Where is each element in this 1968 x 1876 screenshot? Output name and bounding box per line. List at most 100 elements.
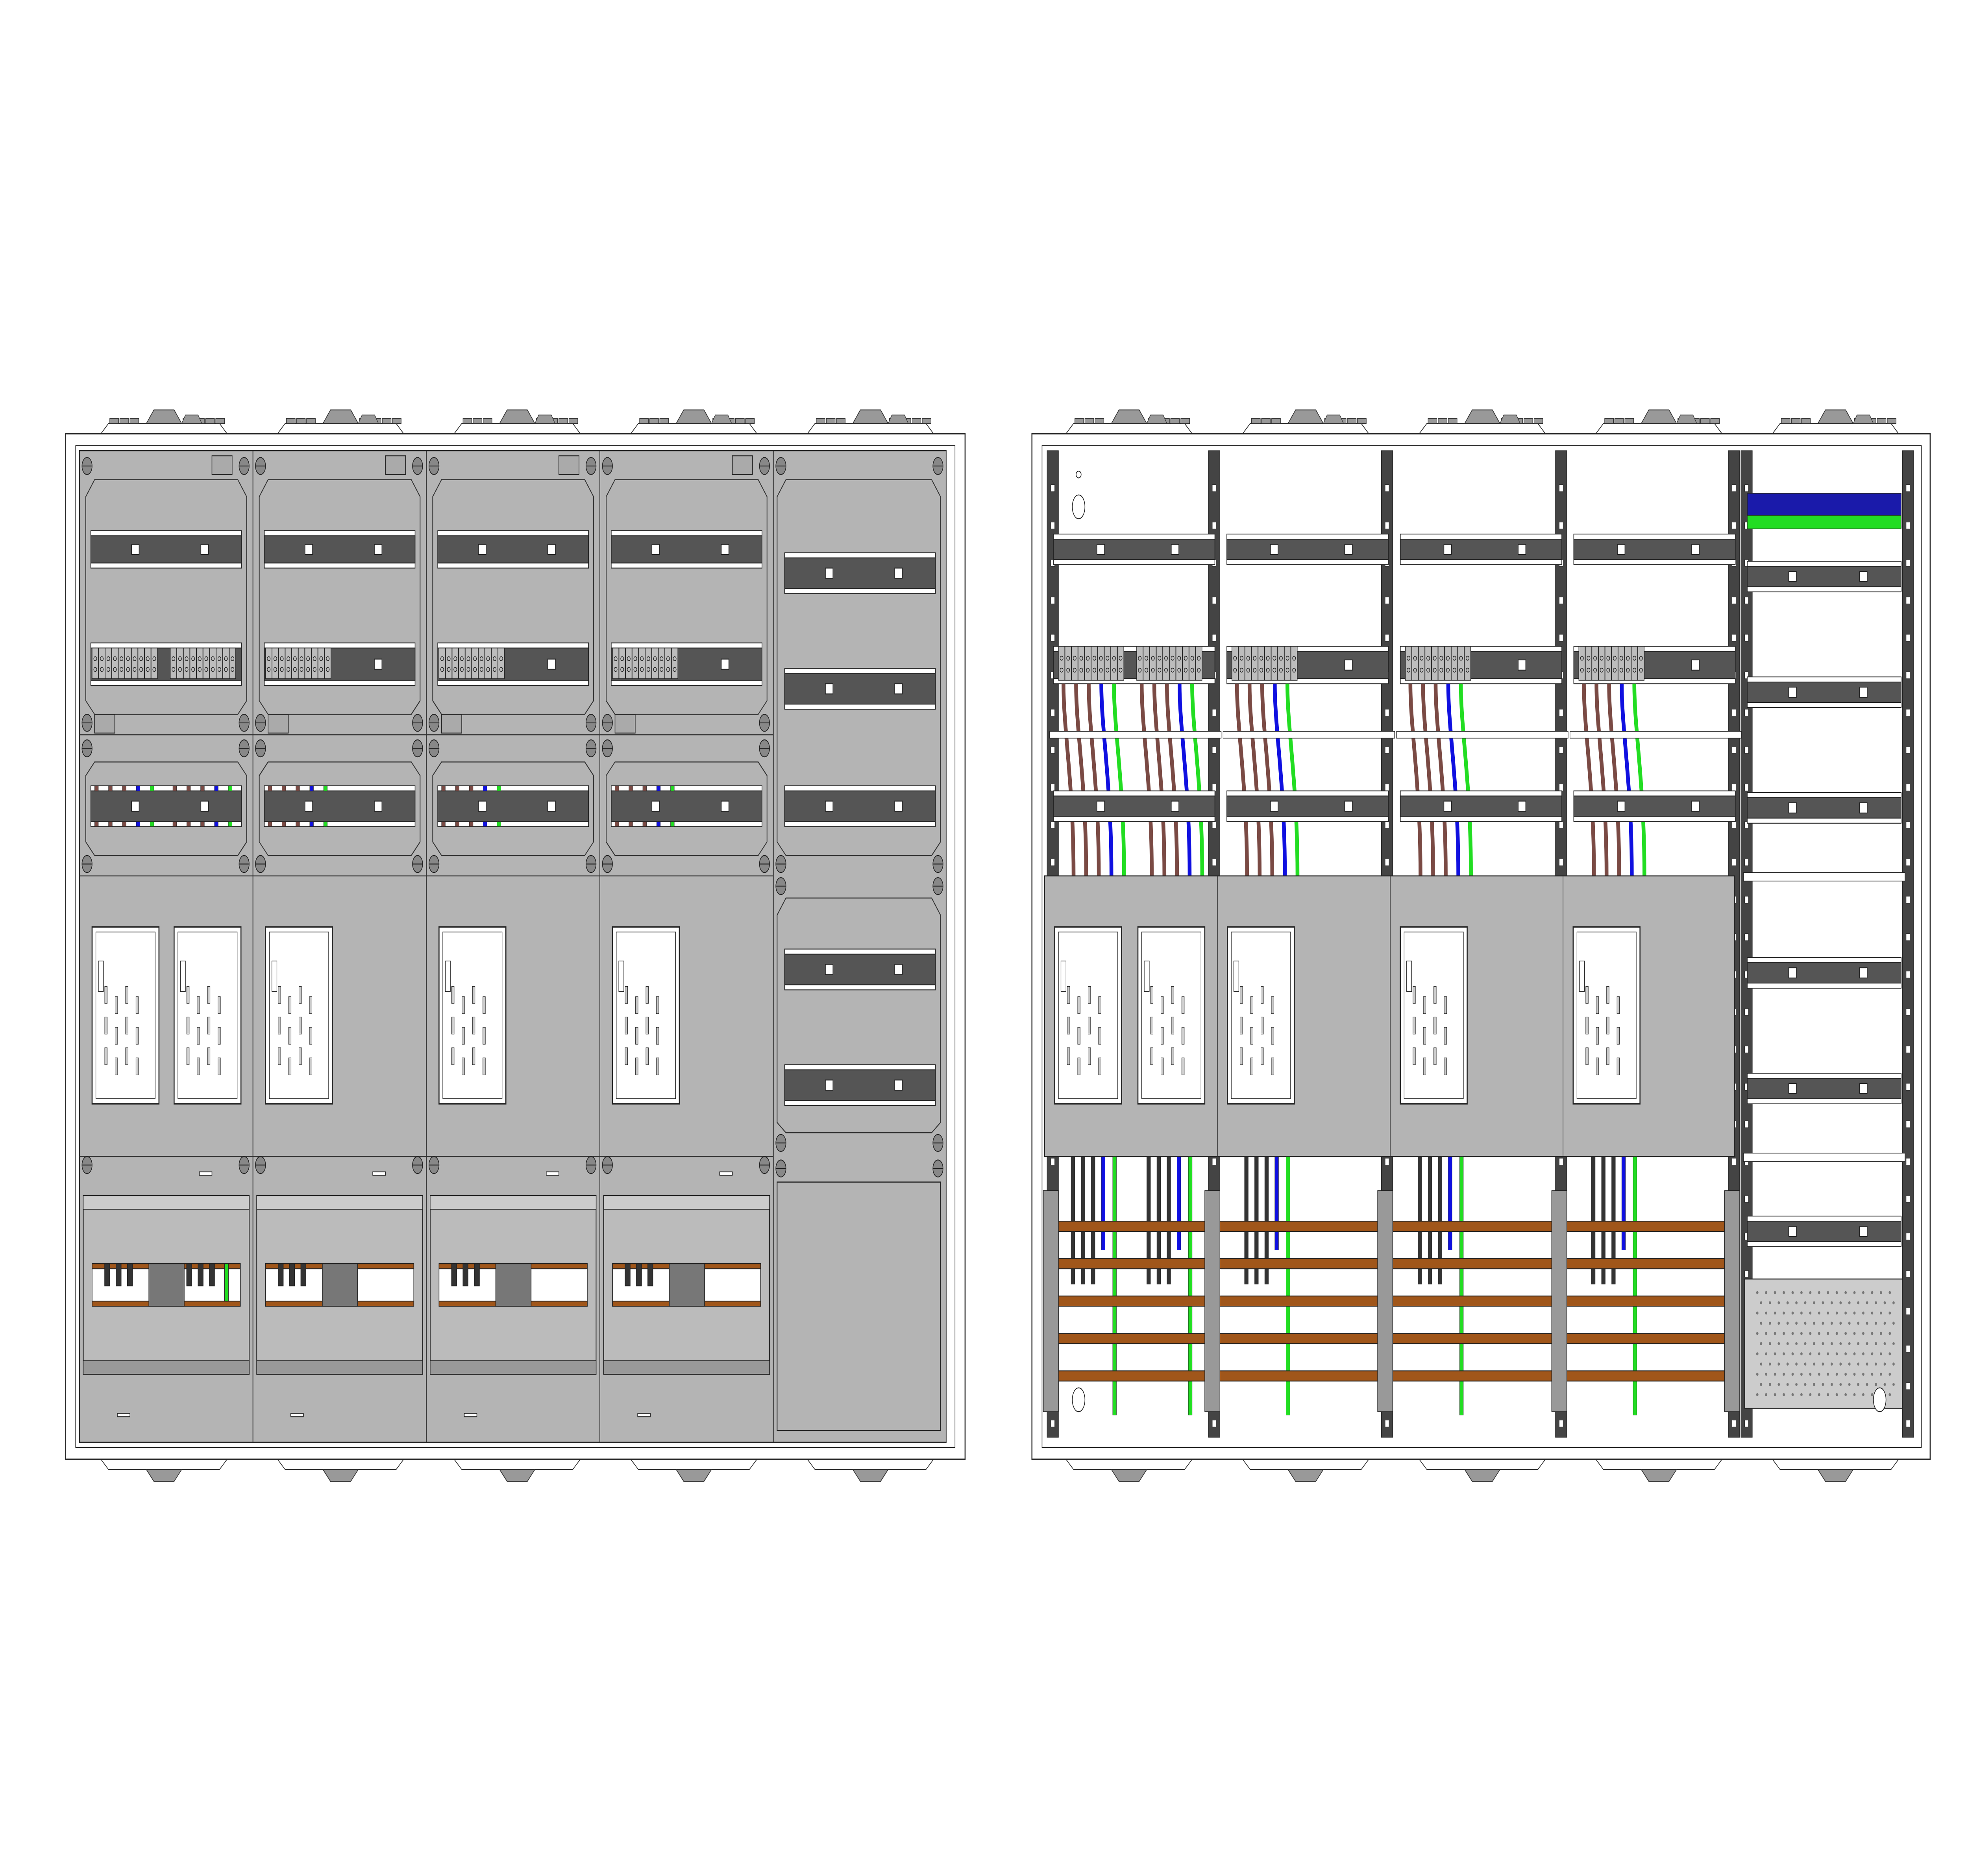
din-rail <box>1747 1221 1901 1242</box>
din-rail <box>784 673 936 705</box>
meter-contact <box>218 996 221 1014</box>
cable-gland-small <box>1428 418 1437 424</box>
post-hole <box>1212 522 1217 529</box>
terminal-screw <box>139 656 143 661</box>
meter-contact <box>1161 996 1164 1014</box>
rail-slot <box>374 543 383 555</box>
perforation <box>1830 1383 1833 1386</box>
terminal-screw <box>93 667 97 672</box>
cable-gland <box>1111 409 1148 424</box>
label-slot <box>372 1171 386 1176</box>
cable-gland-base <box>100 423 228 434</box>
perforation <box>1875 1362 1877 1366</box>
post-hole <box>1744 597 1749 604</box>
terminal-screw <box>1112 656 1116 661</box>
perforation <box>1777 1362 1780 1366</box>
perforation <box>1839 1362 1842 1366</box>
wire-marker <box>323 786 328 791</box>
rail-slot <box>1788 802 1797 813</box>
perforation <box>1853 1373 1856 1376</box>
rail-slot <box>1270 800 1278 812</box>
cable-gland <box>1817 1469 1854 1482</box>
cable-gland-small <box>836 418 846 424</box>
post-hole <box>1732 597 1736 604</box>
post-hole <box>1906 896 1910 904</box>
perforation <box>1879 1373 1882 1376</box>
perforation <box>1830 1362 1833 1366</box>
meter-contact <box>1596 996 1599 1014</box>
din-rail <box>437 790 589 822</box>
perforation <box>1786 1383 1789 1386</box>
rail-slot <box>894 683 903 695</box>
terminal-screw <box>280 656 284 661</box>
post-hole <box>1212 746 1217 754</box>
terminal-block <box>1618 646 1625 681</box>
meter-contact <box>288 996 292 1014</box>
terminal-screw <box>1073 667 1076 673</box>
main-switch <box>669 1263 705 1307</box>
post-hole <box>1051 634 1055 641</box>
wire-marker <box>122 821 126 827</box>
terminal-block <box>1605 646 1612 681</box>
perforation <box>1875 1383 1877 1386</box>
meter-contact <box>1617 1057 1620 1076</box>
cable-gland-small <box>1347 418 1357 424</box>
interior-view-cabinet <box>1031 409 1931 1482</box>
terminal-screw <box>204 656 208 661</box>
terminal-screw <box>300 656 303 661</box>
label-slot <box>546 1171 559 1176</box>
terminal-block <box>111 647 118 679</box>
meter-contact <box>1444 1057 1447 1076</box>
conductor <box>647 1263 653 1286</box>
terminal-screw <box>1086 667 1090 673</box>
neutral-conductor <box>1101 1156 1106 1250</box>
post-hole <box>1385 522 1389 529</box>
perforation <box>1795 1342 1798 1346</box>
rail-slot <box>547 543 556 555</box>
meter-place-inner <box>95 932 155 1099</box>
perforation <box>1866 1342 1868 1346</box>
terminal-screw <box>113 667 117 672</box>
conductor <box>289 1263 295 1286</box>
meter-contact <box>1585 986 1589 1004</box>
rail-slot <box>1859 967 1868 979</box>
terminal-block <box>1189 646 1196 681</box>
cable-tray <box>1049 731 1222 739</box>
terminal-screw <box>1138 656 1142 661</box>
terminal-screw <box>100 667 104 672</box>
post-hole <box>1744 1195 1749 1203</box>
perforation <box>1848 1342 1851 1346</box>
conductor <box>1091 1156 1095 1285</box>
terminal-screw <box>126 667 130 672</box>
perforation <box>1892 1362 1895 1366</box>
terminal-screw <box>1184 656 1187 661</box>
rail-slot <box>1097 543 1105 555</box>
terminal-screw <box>1177 656 1181 661</box>
terminal-screw <box>447 656 451 661</box>
terminal-screw <box>1164 667 1168 673</box>
meter-slot <box>445 960 451 992</box>
wire-marker <box>642 786 647 791</box>
cable-gland <box>852 1469 889 1482</box>
busbar-holder <box>1204 1190 1220 1412</box>
perforation <box>1892 1342 1895 1346</box>
perforation <box>1853 1311 1856 1315</box>
post-hole <box>1906 746 1910 754</box>
wire-marker <box>214 821 218 827</box>
terminal-block <box>1117 646 1124 681</box>
terminal-screw <box>479 656 483 661</box>
perforation <box>1791 1291 1794 1294</box>
terminal-screw <box>440 656 444 661</box>
rail-slot <box>825 964 834 975</box>
perforation <box>1822 1362 1824 1366</box>
post-hole <box>1051 1420 1055 1427</box>
cable-gland-base <box>1418 1459 1546 1470</box>
terminal-screw <box>139 667 143 672</box>
terminal-screw <box>1158 667 1162 673</box>
meter-contact <box>462 1027 465 1045</box>
terminal-block <box>291 647 299 679</box>
wire-marker <box>122 786 126 791</box>
terminal-block <box>298 647 305 679</box>
wire-marker <box>228 786 233 791</box>
meter-contact <box>299 1017 302 1035</box>
